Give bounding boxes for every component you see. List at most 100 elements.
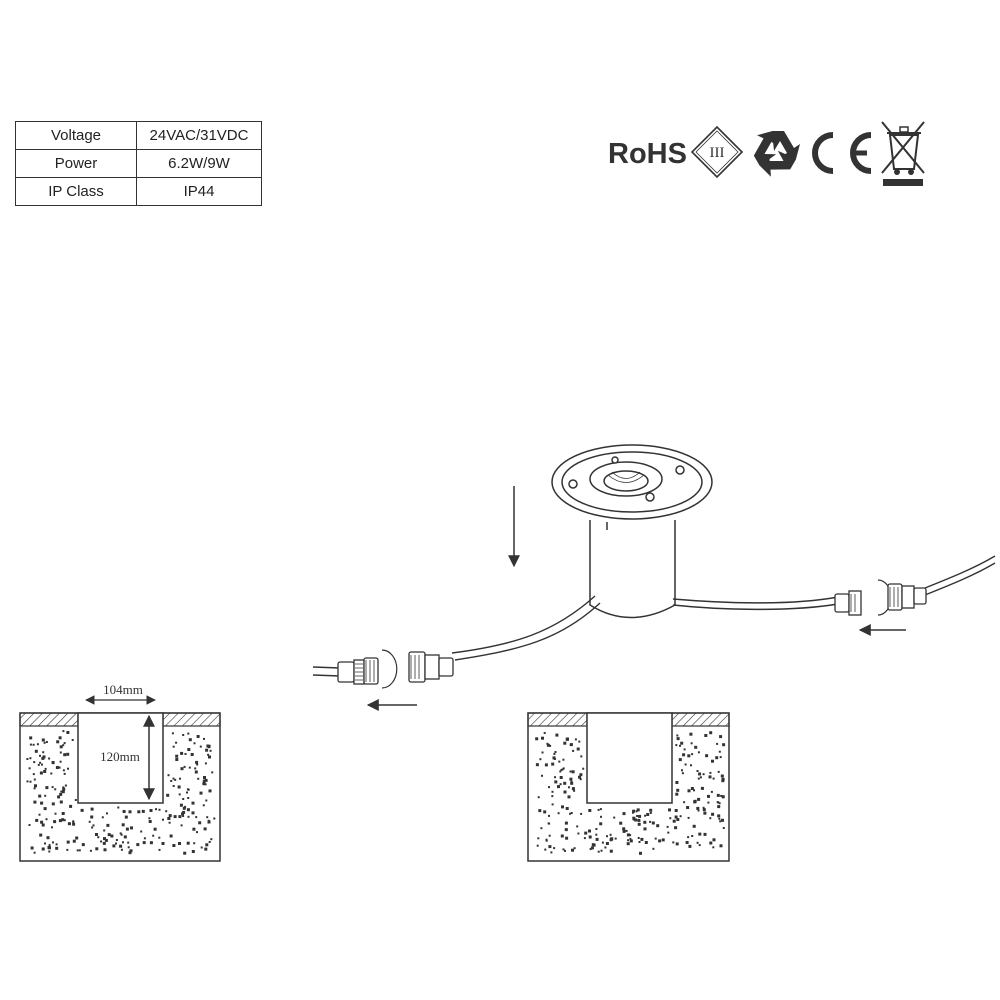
soil-dot	[54, 812, 57, 815]
soil-dot	[676, 734, 679, 737]
soil-dot	[148, 817, 151, 820]
soil-dot	[63, 742, 66, 745]
soil-dot	[41, 763, 43, 766]
soil-dot	[697, 809, 700, 812]
soil-dot	[595, 837, 599, 841]
soil-dot	[674, 826, 678, 830]
soil-dot	[187, 732, 190, 735]
soil-dot	[127, 841, 130, 844]
soil-dot	[699, 776, 702, 779]
soil-dot	[696, 841, 699, 844]
soil-dot	[599, 808, 602, 811]
soil-dot	[44, 842, 46, 845]
soil-dot	[636, 815, 639, 817]
soil-dot	[44, 794, 47, 797]
soil-dot	[207, 820, 211, 824]
soil-dot	[719, 735, 723, 739]
soil-dot	[535, 737, 539, 741]
soil-dot	[76, 849, 79, 852]
soil-dot	[43, 770, 47, 773]
soil-dot	[124, 815, 128, 819]
soil-dot	[579, 778, 582, 781]
soil-dot	[558, 760, 561, 763]
soil-dot	[40, 820, 44, 824]
soil-dot	[58, 766, 61, 769]
soil-dot	[684, 763, 687, 766]
soil-dot	[560, 769, 563, 771]
soil-dot	[690, 742, 693, 745]
soil-dot	[28, 767, 31, 770]
soil-dot	[576, 825, 579, 828]
soil-dot	[559, 776, 563, 779]
soil-dot	[718, 750, 721, 753]
soil-dot	[712, 777, 715, 780]
soil-dot	[710, 790, 713, 793]
soil-dot	[551, 795, 554, 798]
soil-dot	[675, 792, 679, 796]
soil-dot	[187, 815, 190, 818]
class-iii-label: III	[710, 145, 725, 161]
soil-dot	[188, 766, 191, 769]
soil-dot	[571, 770, 575, 774]
soil-dot	[690, 764, 692, 767]
soil-dot	[195, 816, 198, 819]
soil-dot	[88, 820, 91, 823]
soil-dot	[182, 734, 185, 736]
soil-dot	[551, 803, 554, 806]
soil-dot	[187, 748, 191, 751]
soil-dot	[676, 737, 680, 741]
soil-dot	[629, 837, 632, 840]
soil-dot	[52, 762, 55, 765]
soil-dot	[637, 837, 640, 839]
soil-dot	[35, 818, 39, 822]
soil-dot	[210, 838, 213, 841]
soil-dot	[207, 753, 210, 756]
soil-dot	[568, 786, 570, 789]
soil-dot	[588, 809, 592, 812]
soil-dot	[180, 767, 184, 771]
soil-dot	[599, 822, 603, 826]
soil-dot	[693, 789, 695, 792]
soil-dot	[64, 784, 67, 787]
soil-dot	[203, 827, 207, 831]
soil-dot	[537, 796, 540, 799]
hole-cutout	[586, 712, 673, 804]
soil-dot	[709, 771, 712, 774]
bezel-screw	[568, 479, 578, 489]
soil-dot	[51, 802, 55, 806]
soil-dot	[548, 822, 551, 825]
soil-dot	[54, 788, 57, 791]
soil-dot	[548, 786, 550, 789]
soil-dot	[674, 815, 678, 819]
soil-dot	[637, 818, 641, 822]
soil-dot	[698, 844, 701, 847]
soil-dot	[51, 786, 54, 789]
soil-dot	[638, 841, 641, 843]
soil-dot	[540, 827, 543, 830]
soil-dot	[66, 840, 70, 844]
soil-dot	[45, 818, 48, 821]
soil-dot	[712, 846, 715, 849]
soil-dot	[535, 763, 539, 767]
soil-dot	[721, 777, 725, 781]
soil-dot	[43, 807, 47, 811]
soil-dot	[691, 753, 694, 756]
soil-dot	[711, 759, 714, 763]
soil-dot	[209, 749, 212, 752]
soil-dot	[563, 741, 567, 745]
soil-dot	[718, 802, 721, 805]
soil-dot	[32, 743, 35, 746]
soil-dot	[172, 745, 175, 748]
spec-table: Voltage 24VAC/31VDC Power 6.2W/9W IP Cla…	[15, 121, 262, 206]
soil-dot	[38, 794, 42, 798]
soil-dot	[654, 837, 657, 840]
soil-dot	[544, 763, 548, 767]
spec-row-ip-class: IP Class IP44	[15, 177, 262, 206]
soil-dot	[45, 786, 49, 790]
soil-dot	[681, 772, 684, 775]
soil-dot	[168, 814, 172, 818]
soil-dot	[179, 777, 181, 780]
bezel-screw	[645, 492, 655, 502]
soil-dot	[634, 818, 638, 822]
soil-dot	[548, 814, 550, 817]
